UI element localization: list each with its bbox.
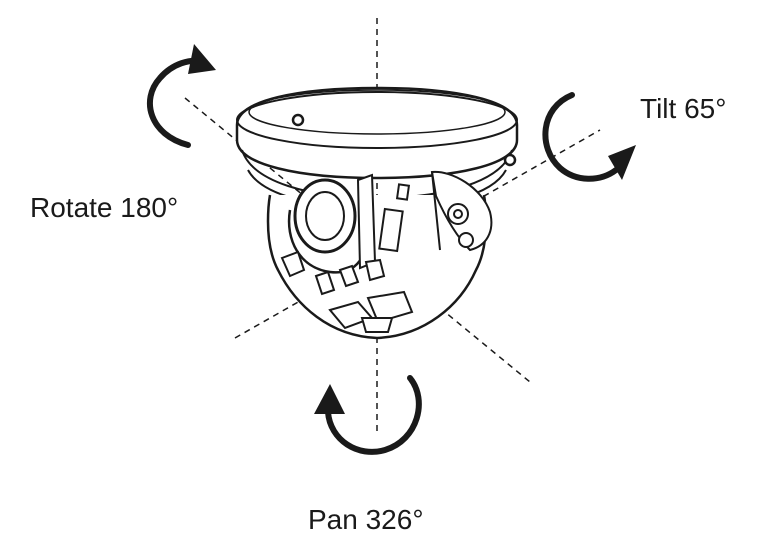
connector-block [378, 207, 404, 253]
base-plate-right [366, 290, 414, 324]
internal-mechanism [280, 170, 493, 333]
mount-ring-top [235, 86, 519, 180]
rotate-arrow [146, 44, 216, 148]
camera-board [356, 173, 377, 270]
tilt-arrow-head [608, 145, 636, 180]
mount-ring-inner-edge [248, 89, 506, 135]
pan-arrow [314, 375, 422, 455]
rotate-label: Rotate 180° [30, 192, 179, 223]
connector-block-2 [395, 183, 411, 201]
mount-ring-top-edge [236, 91, 518, 149]
tilt-label: Tilt 65° [640, 93, 727, 124]
pan-arrow-head [314, 384, 345, 414]
gimbal-knob [458, 232, 474, 248]
screw-hole-left [291, 113, 305, 127]
gimbal-arm [431, 171, 441, 251]
rotate-arrow-head [188, 44, 216, 74]
lens-inner [305, 191, 345, 241]
knob-left [280, 250, 306, 278]
tilt-arrow [542, 92, 636, 182]
pan-label: Pan 326° [308, 504, 424, 535]
screw-hole-right [503, 153, 517, 167]
knob-mid-1 [314, 270, 336, 296]
knob-mid-2 [338, 264, 360, 288]
knob-mid-3 [364, 258, 386, 282]
gimbal-screw-inner [453, 209, 463, 219]
base-plate-center [360, 317, 394, 333]
